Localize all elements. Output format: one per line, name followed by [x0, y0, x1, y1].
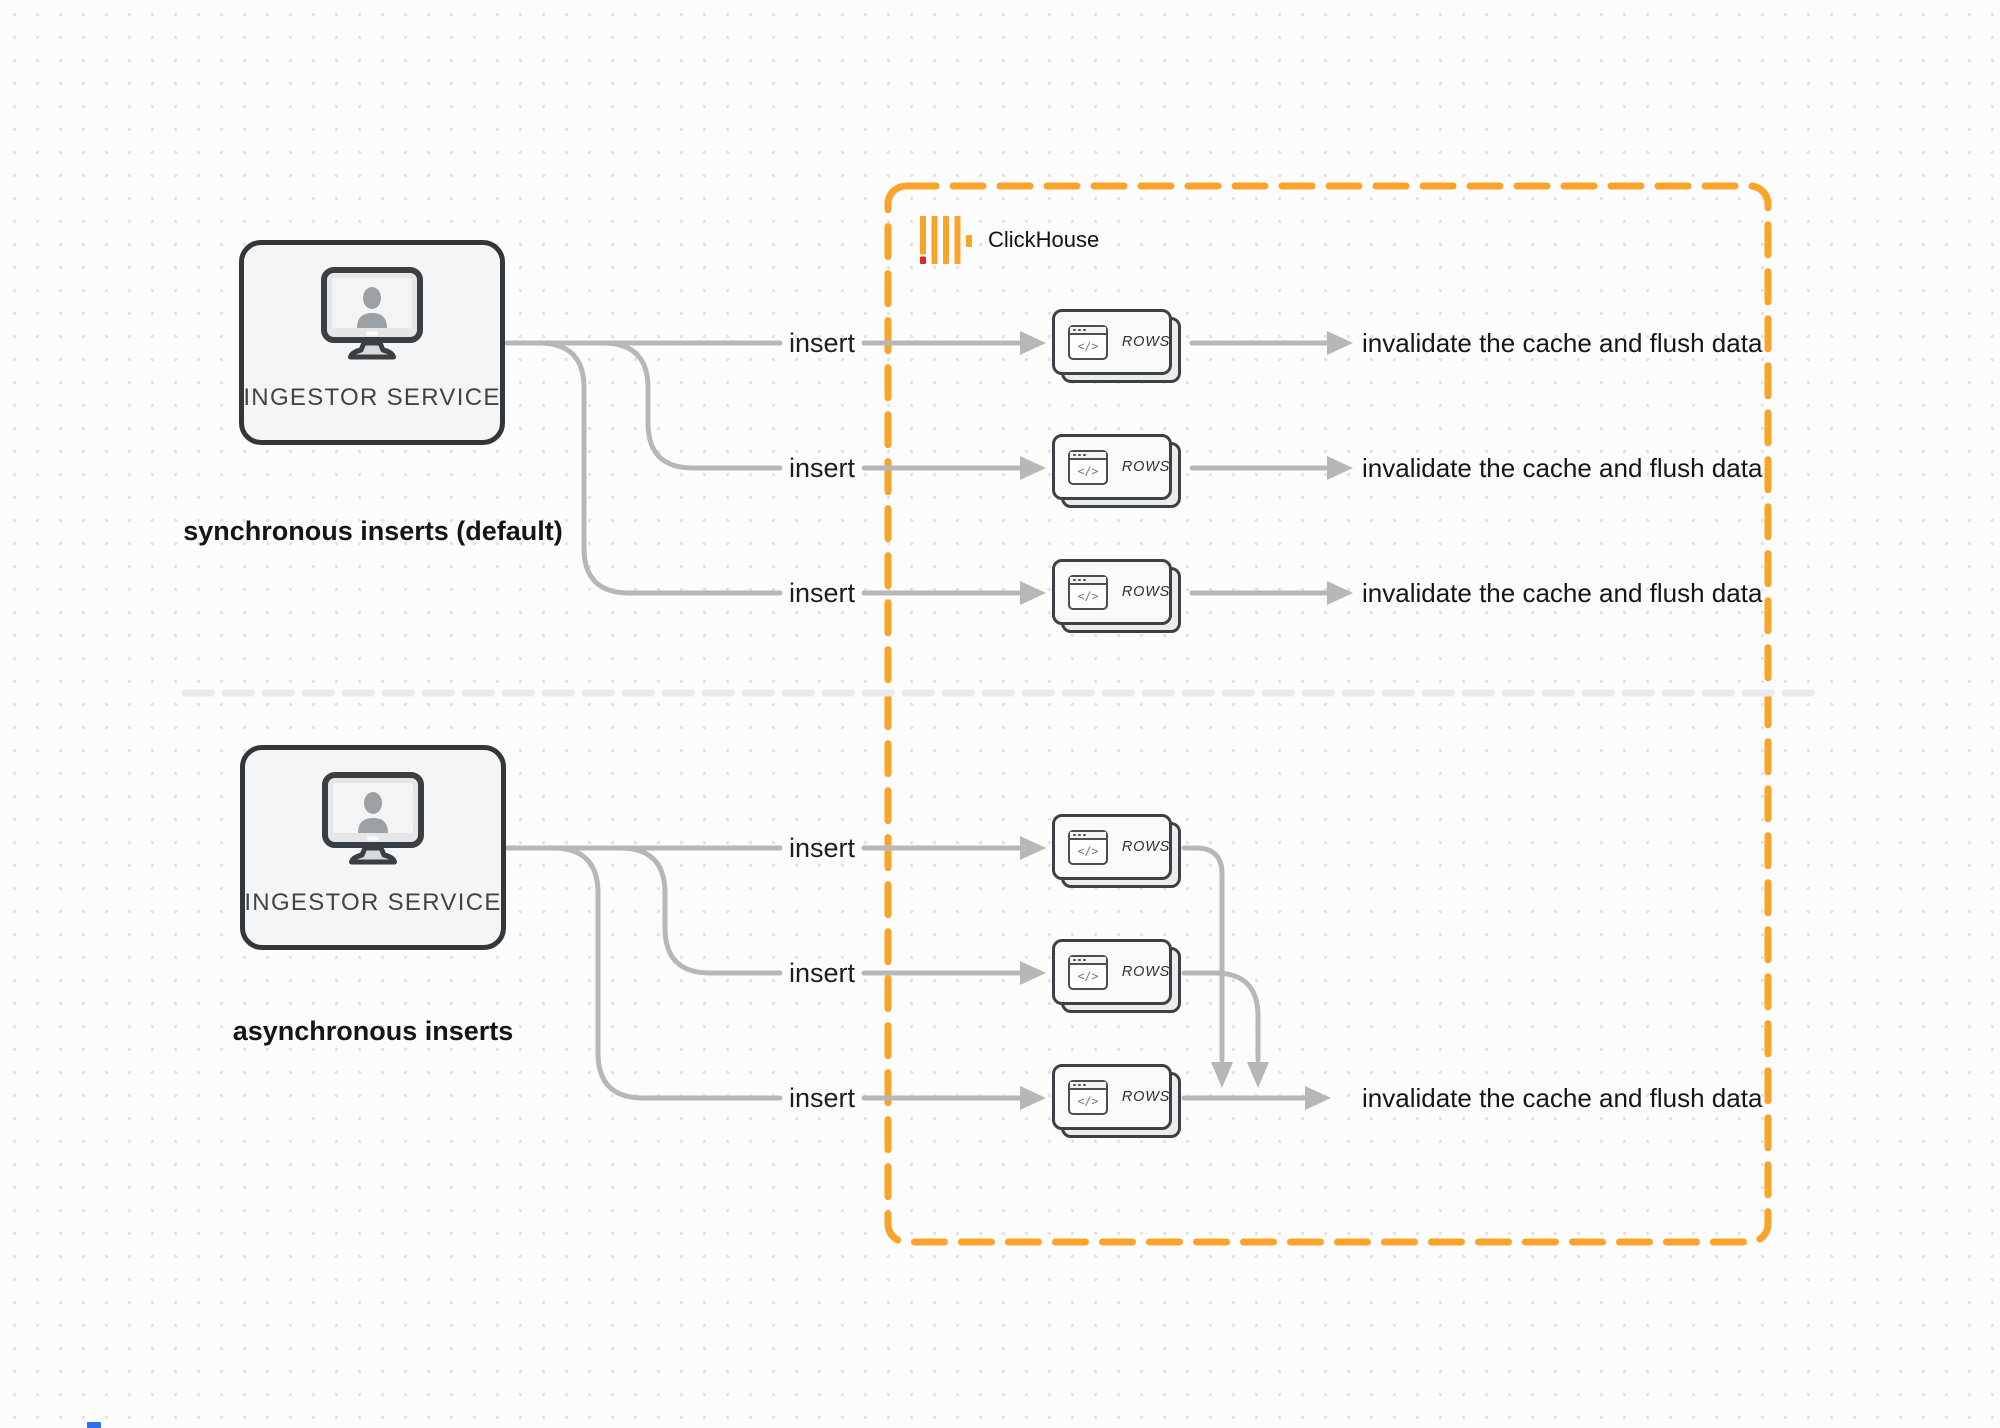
rows-node-label: ROWS: [1121, 839, 1171, 855]
sync-ingestor-label: INGESTOR SERVICE: [243, 384, 501, 411]
clickhouse-boundary: [884, 182, 1772, 1246]
monitor-user-icon: [322, 772, 424, 865]
arrowhead-right: [1020, 456, 1046, 480]
window-titlebar: [1070, 452, 1106, 460]
sync-insert-label-2: insert: [788, 453, 856, 483]
sync-rows-node-2: </> ROWS: [1052, 434, 1186, 512]
rows-card: </> ROWS: [1052, 309, 1172, 375]
code-glyph: </>: [1077, 464, 1099, 478]
rows-card: </> ROWS: [1052, 1064, 1172, 1130]
rows-node-label: ROWS: [1121, 334, 1171, 350]
rows-card: </> ROWS: [1052, 434, 1172, 500]
rows-card: </> ROWS: [1052, 939, 1172, 1005]
connector-lines: [503, 340, 1331, 1101]
arrowhead-down: [1247, 1062, 1269, 1088]
code-window-icon: </>: [1068, 1080, 1108, 1115]
rows-node-label: ROWS: [1121, 584, 1171, 600]
arrowhead-right: [1305, 1086, 1331, 1110]
window-titlebar: [1070, 832, 1106, 840]
async-merge-drop-1: [1181, 845, 1225, 1063]
arrowhead-right: [1327, 581, 1353, 605]
rows-card: </> ROWS: [1052, 814, 1172, 880]
arrowhead-right: [1327, 331, 1353, 355]
sync-caption: synchronous inserts (default): [183, 516, 563, 546]
sync-rows-node-1: </> ROWS: [1052, 309, 1186, 387]
clickhouse-logo-icon: [920, 216, 972, 264]
code-glyph: </>: [1077, 339, 1099, 353]
sync-insert-label-1: insert: [788, 328, 856, 358]
rows-card: </> ROWS: [1052, 559, 1172, 625]
window-titlebar: [1070, 1082, 1106, 1090]
code-window-icon: </>: [1068, 830, 1108, 865]
async-insert-label-3: insert: [788, 1083, 856, 1113]
code-window-icon: </>: [1068, 955, 1108, 990]
rows-node-label: ROWS: [1121, 459, 1171, 475]
code-window-icon: </>: [1068, 325, 1108, 360]
arrowhead-right: [1327, 456, 1353, 480]
arrowhead-down: [1211, 1062, 1233, 1088]
arrowhead-right: [1020, 836, 1046, 860]
sync-branch-row2: [600, 340, 783, 471]
arrowhead-right: [1020, 581, 1046, 605]
rows-node-label: ROWS: [1121, 1089, 1171, 1105]
sync-result-label-3: invalidate the cache and flush data: [1362, 578, 1763, 608]
sync-result-label-2: invalidate the cache and flush data: [1362, 453, 1763, 483]
sync-rows-node-3: </> ROWS: [1052, 559, 1186, 637]
code-glyph: </>: [1077, 1094, 1099, 1108]
async-rows-node-1: </> ROWS: [1052, 814, 1186, 892]
window-titlebar: [1070, 327, 1106, 335]
clickhouse-title: ClickHouse: [988, 227, 1100, 252]
window-titlebar: [1070, 577, 1106, 585]
code-window-icon: </>: [1068, 450, 1108, 485]
sync-branch-row3: [536, 340, 783, 596]
async-merge-drop-2: [1181, 970, 1261, 1063]
watermark: [87, 1422, 101, 1428]
sync-insert-label-3: insert: [788, 578, 856, 608]
async-caption: asynchronous inserts: [232, 1016, 514, 1046]
code-window-icon: </>: [1068, 575, 1108, 610]
window-titlebar: [1070, 957, 1106, 965]
arrowheads: [1020, 331, 1353, 1110]
arrowhead-right: [1020, 331, 1046, 355]
code-glyph: </>: [1077, 969, 1099, 983]
arrowhead-right: [1020, 1086, 1046, 1110]
sync-result-label-1: invalidate the cache and flush data: [1362, 328, 1763, 358]
rows-node-label: ROWS: [1121, 964, 1171, 980]
monitor-user-icon: [321, 267, 423, 360]
async-insert-label-2: insert: [788, 958, 856, 988]
async-branch-row2: [617, 845, 783, 976]
async-rows-node-2: </> ROWS: [1052, 939, 1186, 1017]
async-result-label: invalidate the cache and flush data: [1362, 1083, 1763, 1113]
async-insert-label-1: insert: [788, 833, 856, 863]
async-branch-row3: [550, 845, 783, 1101]
arrowhead-right: [1020, 961, 1046, 985]
code-glyph: </>: [1077, 844, 1099, 858]
async-ingestor-label: INGESTOR SERVICE: [244, 889, 502, 916]
code-glyph: </>: [1077, 589, 1099, 603]
async-rows-node-3: </> ROWS: [1052, 1064, 1186, 1142]
